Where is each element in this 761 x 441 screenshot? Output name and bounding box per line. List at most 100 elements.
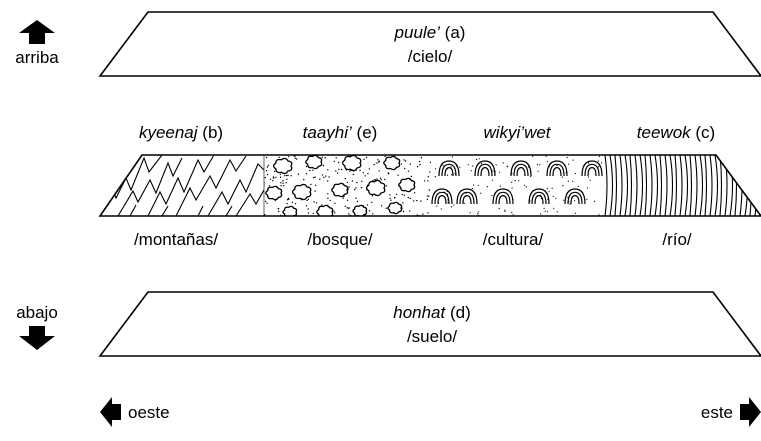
river-line	[684, 155, 689, 216]
bush-shape	[383, 155, 401, 171]
stipple-dot	[527, 166, 530, 168]
stipple-dot	[380, 179, 382, 181]
stipple-dot	[450, 166, 452, 168]
stipple-dot	[422, 213, 424, 215]
stipple-dot	[491, 194, 493, 197]
stipple-dot	[379, 177, 382, 179]
bush-shape	[365, 179, 386, 197]
stipple-dot	[349, 170, 351, 172]
stipple-dot	[306, 199, 308, 202]
motif-arc	[444, 166, 454, 177]
stipple-dot	[282, 180, 284, 182]
stipple-dot	[477, 184, 479, 186]
stipple-dot	[416, 166, 419, 168]
river-line	[754, 155, 758, 216]
stipple-dot	[312, 169, 314, 171]
river-line	[669, 155, 674, 216]
culture-motif	[492, 188, 514, 205]
stipple-dot	[537, 170, 539, 172]
river-gloss: /río/	[662, 230, 692, 249]
stipple-dot	[600, 162, 603, 164]
stipple-dot	[307, 208, 309, 210]
culture-motif	[456, 188, 478, 205]
stipple-dot	[569, 203, 571, 205]
river-marker: (c)	[695, 123, 715, 142]
stipple-dot	[389, 194, 391, 196]
stipple-dot	[543, 207, 545, 209]
river-line	[744, 155, 749, 216]
stipple-dot	[401, 193, 403, 196]
stipple-dot	[333, 210, 335, 212]
stipple-dot	[377, 161, 380, 163]
stipple-dot	[552, 195, 554, 197]
bush-shape	[341, 155, 362, 172]
motif-arc	[531, 191, 547, 205]
culture-term: wikyi’wet	[483, 123, 551, 142]
stipple-dot	[297, 173, 300, 175]
stipple-dot	[477, 211, 479, 213]
stipple-dot	[273, 170, 276, 173]
stipple-dot	[264, 176, 266, 179]
stipple-dot	[329, 199, 331, 202]
stipple-dot	[473, 184, 475, 186]
stipple-dot	[471, 188, 473, 190]
stipple-dot	[407, 196, 409, 199]
sky-marker: (a)	[445, 23, 466, 42]
stipple-dot	[405, 160, 407, 162]
stipple-dot	[327, 193, 329, 195]
stipple-dot	[434, 168, 437, 170]
stipple-dot	[264, 200, 267, 203]
culture-motif	[431, 188, 453, 205]
stipple-dot	[283, 185, 285, 187]
stipple-dot	[511, 212, 513, 214]
stipple-dot	[498, 207, 500, 210]
stipple-dot	[355, 187, 357, 189]
stipple-dot	[577, 185, 579, 187]
sky-gloss: /cielo/	[408, 47, 453, 66]
stipple-dot	[388, 173, 390, 175]
motif-arc	[552, 166, 562, 177]
stipple-dot	[587, 162, 590, 164]
stipple-dot	[589, 179, 591, 181]
stipple-dot	[442, 209, 443, 210]
stipple-dot	[467, 164, 469, 166]
mountains-label: kyeenaj (b)	[139, 123, 223, 142]
stipple-dot	[356, 181, 358, 184]
stipple-dot	[598, 155, 601, 157]
river-term: teewok	[637, 123, 692, 142]
mountains-pattern	[100, 155, 264, 216]
forest-marker: (e)	[357, 123, 378, 142]
stipple-dot	[348, 186, 350, 188]
stipple-dot	[307, 212, 310, 214]
ground-gloss: /suelo/	[407, 327, 457, 346]
stipple-dot	[389, 197, 391, 200]
stipple-dot	[378, 170, 380, 172]
motif-arc	[459, 191, 475, 205]
stipple-dot	[403, 194, 406, 196]
river-line	[634, 155, 638, 216]
motif-arc	[456, 188, 478, 205]
stipple-dot	[512, 214, 514, 216]
motif-arc	[498, 194, 508, 205]
stipple-dot	[279, 173, 281, 175]
stipple-dot	[420, 157, 423, 159]
stipple-dot	[418, 160, 421, 163]
bush-shape	[305, 155, 323, 170]
stipple-dot	[426, 198, 428, 200]
mountains-term: kyeenaj	[139, 123, 199, 142]
stipple-dot	[364, 175, 366, 177]
river-line	[614, 155, 618, 216]
stipple-dot	[363, 158, 365, 160]
motif-arc	[534, 194, 544, 205]
direction-label-west: oeste	[128, 403, 170, 422]
stipple-dot	[266, 173, 269, 176]
stipple-dot	[504, 209, 506, 211]
stipple-dot	[561, 176, 563, 178]
stipple-dot	[598, 166, 600, 168]
stipple-dot	[367, 173, 369, 175]
river-line	[664, 155, 668, 216]
bush-shape	[331, 182, 349, 198]
stipple-dot	[268, 185, 271, 187]
river-line	[674, 155, 678, 216]
stipple-dot	[324, 157, 326, 159]
